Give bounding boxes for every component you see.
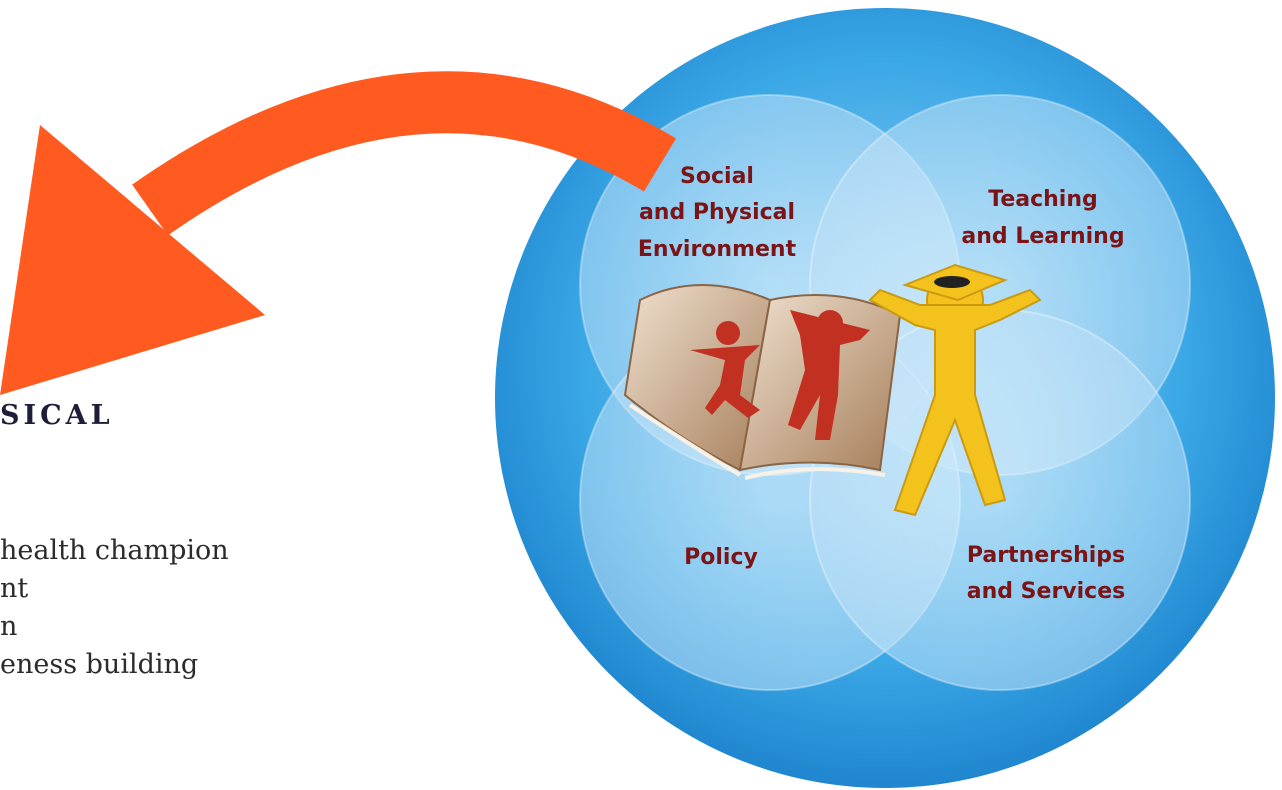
label-social-line-3: Environment — [638, 237, 797, 262]
label-teaching-line-1: Teaching — [988, 187, 1098, 212]
label-teaching-line-2: and Learning — [961, 224, 1124, 249]
list-item: eness building — [0, 649, 199, 680]
list-item: n — [0, 611, 18, 642]
label-partnerships-line-2: and Services — [967, 579, 1125, 604]
jumping-child-icon — [788, 310, 870, 440]
label-policy: Policy — [684, 545, 758, 570]
label-partnerships-services: Partnerships and Services — [967, 543, 1125, 604]
label-social-environment: Social and Physical Environment — [638, 164, 797, 262]
section-heading: SICAL — [0, 400, 114, 431]
label-social-line-2: and Physical — [639, 200, 795, 225]
label-partnerships-line-1: Partnerships — [967, 543, 1125, 568]
list-item: nt — [0, 573, 29, 604]
bullet-list: health champion nt n eness building — [0, 532, 229, 684]
student-graduate-icon — [868, 263, 1042, 517]
label-social-line-1: Social — [680, 164, 754, 189]
arrow-head — [0, 125, 265, 395]
arrow-shaft — [132, 71, 677, 236]
list-item: health champion — [0, 535, 229, 566]
label-policy-line-1: Policy — [684, 545, 758, 570]
jumping-child-icon — [690, 321, 760, 418]
label-teaching-learning: Teaching and Learning — [961, 187, 1124, 249]
